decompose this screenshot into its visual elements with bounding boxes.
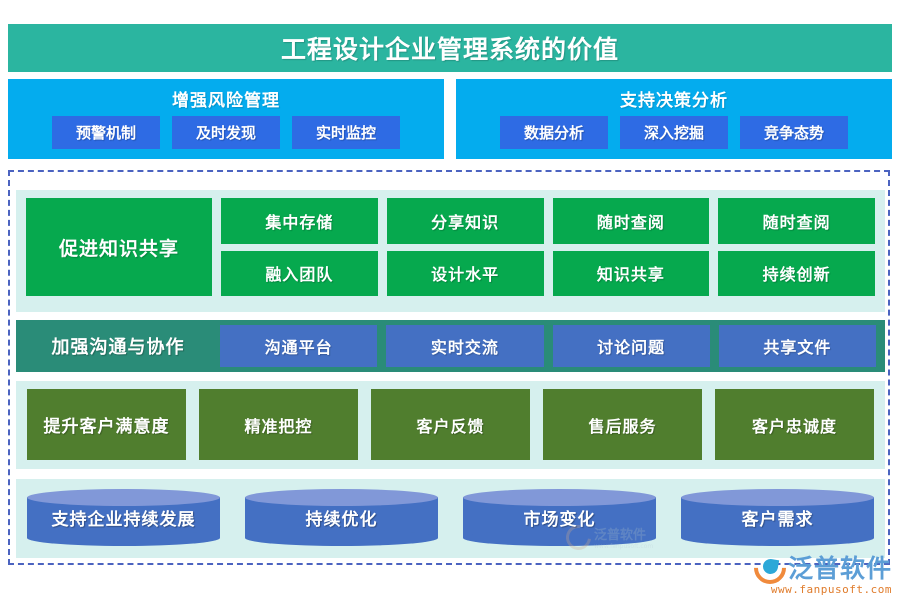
brand-url: www.fanpusoft.com bbox=[770, 583, 892, 596]
cylinder-3[interactable]: 客户需求 bbox=[681, 489, 874, 546]
chip-decision-2[interactable]: 竞争态势 bbox=[740, 116, 848, 149]
knowledge-cell-4[interactable]: 融入团队 bbox=[221, 250, 378, 296]
panel-decision-analysis: 支持决策分析 数据分析 深入挖掘 竞争态势 bbox=[456, 79, 892, 159]
customer-cell-2[interactable]: 客户反馈 bbox=[371, 389, 530, 460]
communication-cell-2[interactable]: 讨论问题 bbox=[552, 325, 710, 367]
panel-risk-management: 增强风险管理 预警机制 及时发现 实时监控 bbox=[8, 79, 444, 159]
cylinder-2[interactable]: 市场变化 bbox=[463, 489, 656, 546]
customer-cells: 提升客户满意度 精准把控 客户反馈 售后服务 客户忠诚度 bbox=[27, 389, 874, 460]
communication-cells: 沟通平台 实时交流 讨论问题 共享文件 bbox=[220, 325, 876, 367]
section-knowledge-sharing: 促进知识共享 集中存储 分享知识 随时查阅 随时查阅 融入团队 设计水平 知识共… bbox=[16, 190, 885, 312]
communication-main-label: 加强沟通与协作 bbox=[51, 337, 185, 358]
knowledge-cell-5[interactable]: 设计水平 bbox=[386, 250, 544, 296]
panel-decision-analysis-heading: 支持决策分析 bbox=[620, 91, 728, 111]
customer-cell-4[interactable]: 客户忠诚度 bbox=[715, 389, 874, 460]
top-panel-row: 增强风险管理 预警机制 及时发现 实时监控 支持决策分析 数据分析 深入挖掘 竞… bbox=[8, 79, 892, 159]
cylinder-bottom-ellipse-icon bbox=[27, 530, 220, 546]
communication-cell-1[interactable]: 实时交流 bbox=[386, 325, 544, 367]
cylinder-bottom-ellipse-icon bbox=[245, 530, 438, 546]
communication-cell-0[interactable]: 沟通平台 bbox=[220, 325, 378, 367]
customer-cell-1[interactable]: 精准把控 bbox=[199, 389, 358, 460]
brand-name: 泛普软件 bbox=[787, 554, 892, 583]
knowledge-cell-7[interactable]: 持续创新 bbox=[718, 250, 875, 296]
knowledge-grid: 集中存储 分享知识 随时查阅 随时查阅 融入团队 设计水平 知识共享 持续创新 bbox=[221, 198, 875, 296]
cylinder-top-ellipse-icon bbox=[463, 489, 656, 506]
chip-decision-1[interactable]: 深入挖掘 bbox=[620, 116, 728, 149]
communication-cell-3[interactable]: 共享文件 bbox=[718, 325, 876, 367]
knowledge-cell-1[interactable]: 分享知识 bbox=[386, 198, 544, 244]
dashed-group-border bbox=[8, 170, 890, 565]
cylinder-label-2: 市场变化 bbox=[523, 510, 596, 530]
section-communication: 加强沟通与协作 沟通平台 实时交流 讨论问题 共享文件 bbox=[16, 320, 885, 372]
page-title: 工程设计企业管理系统的价值 bbox=[280, 35, 619, 64]
section-sustainable-development: 支持企业持续发展 持续优化 市场变化 客户需求 bbox=[16, 479, 885, 558]
cylinder-top-ellipse-icon bbox=[27, 489, 220, 506]
knowledge-cell-2[interactable]: 随时查阅 bbox=[552, 198, 710, 244]
panel-decision-analysis-chips: 数据分析 深入挖掘 竞争态势 bbox=[456, 116, 892, 149]
chip-risk-1[interactable]: 及时发现 bbox=[172, 116, 280, 149]
chip-decision-0[interactable]: 数据分析 bbox=[500, 116, 608, 149]
knowledge-main-label: 促进知识共享 bbox=[26, 198, 212, 296]
chip-risk-2[interactable]: 实时监控 bbox=[292, 116, 400, 149]
cylinder-row: 支持企业持续发展 持续优化 市场变化 客户需求 bbox=[27, 489, 874, 546]
cylinder-1[interactable]: 持续优化 bbox=[245, 489, 438, 546]
section-customer-satisfaction: 提升客户满意度 精准把控 客户反馈 售后服务 客户忠诚度 bbox=[16, 381, 885, 469]
cylinder-bottom-ellipse-icon bbox=[463, 530, 656, 546]
cylinder-label-0: 支持企业持续发展 bbox=[51, 510, 196, 530]
cylinder-label-1: 持续优化 bbox=[305, 510, 378, 530]
knowledge-inner: 促进知识共享 集中存储 分享知识 随时查阅 随时查阅 融入团队 设计水平 知识共… bbox=[26, 198, 875, 296]
chip-risk-0[interactable]: 预警机制 bbox=[52, 116, 160, 149]
cylinder-top-ellipse-icon bbox=[681, 489, 874, 506]
knowledge-cell-6[interactable]: 知识共享 bbox=[552, 250, 710, 296]
fanpu-logo-icon bbox=[747, 545, 793, 591]
cylinder-0[interactable]: 支持企业持续发展 bbox=[27, 489, 220, 546]
panel-risk-management-heading: 增强风险管理 bbox=[172, 91, 280, 111]
brand-logo-row: 泛普软件 bbox=[747, 545, 892, 591]
diagram-title-bar: 工程设计企业管理系统的价值 bbox=[8, 24, 892, 72]
customer-cell-3[interactable]: 售后服务 bbox=[543, 389, 702, 460]
knowledge-cell-0[interactable]: 集中存储 bbox=[221, 198, 378, 244]
cylinder-top-ellipse-icon bbox=[245, 489, 438, 506]
knowledge-cell-3[interactable]: 随时查阅 bbox=[718, 198, 875, 244]
customer-cell-0[interactable]: 提升客户满意度 bbox=[27, 389, 186, 460]
brand-logo: 泛普软件 www.fanpusoft.com bbox=[747, 545, 892, 596]
panel-risk-management-chips: 预警机制 及时发现 实时监控 bbox=[8, 116, 444, 149]
cylinder-label-3: 客户需求 bbox=[741, 510, 814, 530]
cylinder-bottom-ellipse-icon bbox=[681, 530, 874, 546]
